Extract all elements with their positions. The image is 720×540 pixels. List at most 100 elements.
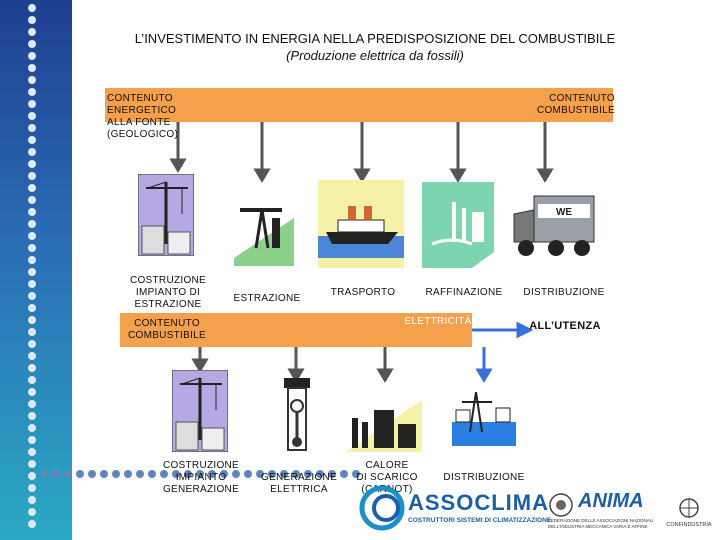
decorative-dot <box>28 112 36 120</box>
decorative-dot <box>196 470 204 478</box>
stage-label-estrazione: ESTRAZIONE <box>233 293 301 304</box>
decorative-dot <box>76 470 84 478</box>
stage-label-costruzione-generazione: COSTRUZIONE IMPIANTO GENERAZIONE <box>162 460 240 495</box>
stage-label-trasporto: TRASPORTO <box>330 287 396 298</box>
decorative-dot <box>28 508 36 516</box>
decorative-dot <box>304 470 312 478</box>
stage-label-raffinazione: RAFFINAZIONE <box>425 287 503 298</box>
decorative-dot <box>28 388 36 396</box>
decorative-dot <box>352 470 360 478</box>
decorative-dot <box>28 88 36 96</box>
decorative-dot <box>28 472 36 480</box>
power-line-icon <box>452 391 516 446</box>
decorative-dot <box>28 124 36 132</box>
middle-energy-bar <box>120 313 472 347</box>
decorative-dot <box>28 448 36 456</box>
decorative-dot <box>28 460 36 468</box>
decorative-dot <box>28 280 36 288</box>
svg-text:WE: WE <box>556 207 572 218</box>
assoclima-logo: ASSOCLIMA COSTRUTTORI SISTEMI DI CLIMATI… <box>356 484 551 532</box>
truck-icon: WE <box>512 184 596 266</box>
decorative-dot <box>124 470 132 478</box>
decorative-dot <box>280 470 288 478</box>
decorative-dot <box>28 196 36 204</box>
decorative-dot <box>136 470 144 478</box>
dotted-line-vertical <box>28 4 40 536</box>
crane-icon <box>137 173 195 257</box>
dotted-line-horizontal <box>40 470 370 480</box>
decorative-dot <box>184 470 192 478</box>
decorative-dot <box>28 184 36 192</box>
decorative-dot <box>28 28 36 36</box>
decorative-dot <box>52 470 60 478</box>
decorative-dot <box>28 304 36 312</box>
top-energy-bar <box>105 88 613 122</box>
assoclima-name: ASSOCLIMA <box>408 490 549 515</box>
decorative-dot <box>28 172 36 180</box>
confindustria-name: CONFINDUSTRIA <box>666 522 712 528</box>
decorative-dot <box>28 40 36 48</box>
decorative-dot <box>28 148 36 156</box>
decorative-dot <box>208 470 216 478</box>
anima-tagline: FEDERAZIONE DELLE ASSOCIAZIONI NAZIONALI… <box>548 518 654 529</box>
decorative-dot <box>28 400 36 408</box>
middle-arrows <box>191 347 394 383</box>
decorative-dot <box>28 244 36 252</box>
page-title: L’INVESTIMENTO IN ENERGIA NELLA PREDISPO… <box>90 30 660 64</box>
decorative-dot <box>28 256 36 264</box>
anima-name: ANIMA <box>578 490 644 512</box>
decorative-dot <box>28 484 36 492</box>
ship-icon <box>318 180 404 268</box>
decorative-dot <box>28 136 36 144</box>
decorative-dot <box>40 470 48 478</box>
decorative-dot <box>256 470 264 478</box>
stage-label-generazione-elettrica: GENERAZIONE ELETTRICA <box>260 472 338 495</box>
decorative-dot <box>28 316 36 324</box>
confindustria-logo: CONFINDUSTRIA <box>664 496 714 532</box>
decorative-dot <box>28 436 36 444</box>
decorative-dot <box>28 4 36 12</box>
decorative-dot <box>28 352 36 360</box>
title-main: L’INVESTIMENTO IN ENERGIA NELLA PREDISPO… <box>134 31 616 46</box>
assoclima-tagline: COSTRUTTORI SISTEMI DI CLIMATIZZAZIONE <box>408 517 552 524</box>
crane-icon <box>171 369 229 453</box>
sidebar-decoration <box>0 0 72 540</box>
decorative-dot <box>28 412 36 420</box>
decorative-dot <box>28 160 36 168</box>
decorative-dot <box>28 340 36 348</box>
decorative-dot <box>148 470 156 478</box>
decorative-dot <box>28 232 36 240</box>
decorative-dot <box>28 292 36 300</box>
piston-icon <box>282 378 312 458</box>
middle-bar-left-label: CONTENUTO COMBUSTIBILE <box>127 318 207 341</box>
title-subtitle: (Produzione elettrica da fossili) <box>286 48 464 63</box>
decorative-dot <box>172 470 180 478</box>
electricity-arrow <box>472 321 534 383</box>
stage-label-distribuzione: DISTRIBUZIONE <box>523 287 605 298</box>
decorative-dot <box>28 364 36 372</box>
decorative-dot <box>340 470 348 478</box>
decorative-dot <box>268 470 276 478</box>
heat-discharge-icon <box>346 380 422 452</box>
decorative-dot <box>28 520 36 528</box>
decorative-dot <box>112 470 120 478</box>
decorative-dot <box>28 16 36 24</box>
utenza-label: ALL’UTENZA <box>529 320 601 332</box>
decorative-dot <box>28 208 36 216</box>
decorative-dot <box>64 470 72 478</box>
decorative-dot <box>28 64 36 72</box>
decorative-dot <box>28 328 36 336</box>
anima-logo: ANIMA FEDERAZIONE DELLE ASSOCIAZIONI NAZ… <box>548 490 662 536</box>
decorative-dot <box>28 76 36 84</box>
stage-label-distribuzione-elettrica: DISTRIBUZIONE <box>443 472 525 483</box>
decorative-dot <box>28 376 36 384</box>
refinery-icon <box>422 182 494 268</box>
top-bar-right-label: CONTENUTO COMBUSTIBILE <box>536 93 615 116</box>
decorative-dot <box>88 470 96 478</box>
top-bar-left-label: CONTENUTO ENERGETICO ALLA FONTE (GEOLOGI… <box>107 93 179 140</box>
decorative-dot <box>28 52 36 60</box>
middle-bar-right-label: ELETTRICITÀ <box>404 316 472 327</box>
decorative-dot <box>220 470 228 478</box>
top-arrows <box>169 122 554 183</box>
decorative-dot <box>244 470 252 478</box>
